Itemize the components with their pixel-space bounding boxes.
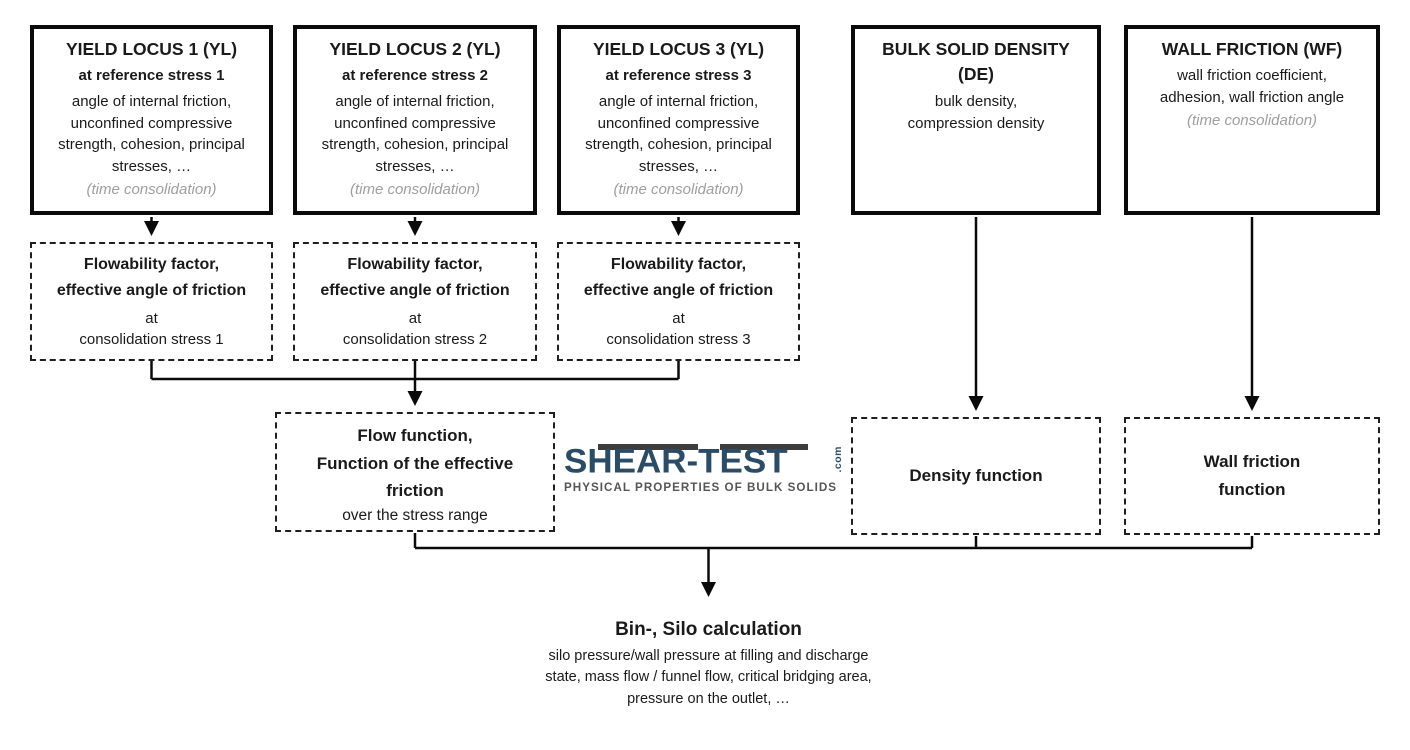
box-yield-locus-1: YIELD LOCUS 1 (YL) at reference stress 1… [30, 25, 273, 215]
box-density-function: Density function [851, 417, 1101, 535]
logo-tagline: PHYSICAL PROPERTIES OF BULK SOLIDS [564, 480, 838, 494]
box-wall-friction: WALL FRICTION (WF) wall friction coeffic… [1124, 25, 1380, 215]
yield-locus-1-note: (time consolidation) [86, 180, 217, 198]
yield-locus-3-title: YIELD LOCUS 3 (YL) [592, 39, 765, 59]
yield-locus-2-note: (time consolidation) [349, 180, 481, 198]
bulk-solid-density-title: BULK SOLID DENSITY (DE) [882, 39, 1070, 85]
box-flow-function: Flow function, Function of the effective… [275, 412, 555, 532]
yield-locus-1-body: angle of internal friction, unconfined c… [58, 92, 245, 176]
flow-function-heading: Flow function, Function of the effective… [316, 426, 514, 501]
silo-calculation-heading: Bin-, Silo calculation [615, 619, 802, 640]
box-bin-silo-calculation: Bin-, Silo calculation silo pressure/wal… [502, 604, 915, 717]
density-function-heading: Density function [909, 465, 1043, 485]
shear-test-logo-wordmark: SHEAR-TEST .com [564, 443, 846, 479]
yield-locus-3-body: angle of internal friction, unconfined c… [585, 92, 772, 176]
logo-tld-text: .com [832, 446, 844, 473]
shear-test-logo: SHEAR-TEST .com PHYSICAL PROPERTIES OF B… [564, 443, 846, 495]
box-flowability-factor-1: Flowability factor, effective angle of f… [30, 242, 273, 361]
flowability-3-heading: Flowability factor, effective angle of f… [583, 256, 774, 299]
silo-calculation-body: silo pressure/wall pressure at filling a… [545, 647, 872, 708]
box-yield-locus-3: YIELD LOCUS 3 (YL) at reference stress 3… [557, 25, 800, 215]
logo-bar-left [598, 444, 698, 450]
flowability-2-heading: Flowability factor, effective angle of f… [320, 256, 510, 299]
logo-bar-right [720, 444, 808, 450]
bus-functions-join [413, 533, 1254, 550]
flowability-3-sub: at consolidation stress 3 [606, 309, 751, 349]
flowability-1-heading: Flowability factor, effective angle of f… [56, 256, 247, 299]
flowability-1-sub: at consolidation stress 1 [79, 309, 224, 349]
wall-friction-body: wall friction coefficient, adhesion, wal… [1159, 67, 1345, 107]
box-flowability-factor-2: Flowability factor, effective angle of f… [293, 242, 537, 361]
bus-flowability-join [150, 361, 680, 381]
yield-locus-2-title: YIELD LOCUS 2 (YL) [329, 39, 501, 59]
box-wall-friction-function: Wall friction function [1124, 417, 1380, 535]
yield-locus-3-subtitle: at reference stress 3 [605, 67, 752, 85]
yield-locus-1-title: YIELD LOCUS 1 (YL) [65, 39, 238, 59]
wall-friction-title: WALL FRICTION (WF) [1161, 39, 1343, 59]
yield-locus-2-body: angle of internal friction, unconfined c… [321, 92, 509, 176]
wall-friction-function-heading: Wall friction function [1203, 451, 1301, 499]
box-yield-locus-2: YIELD LOCUS 2 (YL) at reference stress 2… [293, 25, 537, 215]
box-bulk-solid-density: BULK SOLID DENSITY (DE) bulk density, co… [851, 25, 1101, 215]
bulk-solid-density-body: bulk density, compression density [907, 92, 1045, 132]
yield-locus-1-subtitle: at reference stress 1 [78, 67, 225, 85]
logo-brand-text: SHEAR-TEST [564, 442, 788, 481]
flowability-2-sub: at consolidation stress 2 [342, 309, 488, 349]
flow-function-sub: over the stress range [342, 506, 488, 524]
yield-locus-3-note: (time consolidation) [613, 180, 744, 198]
yield-locus-2-subtitle: at reference stress 2 [342, 67, 488, 85]
box-flowability-factor-3: Flowability factor, effective angle of f… [557, 242, 800, 361]
wall-friction-note: (time consolidation) [1186, 111, 1318, 129]
